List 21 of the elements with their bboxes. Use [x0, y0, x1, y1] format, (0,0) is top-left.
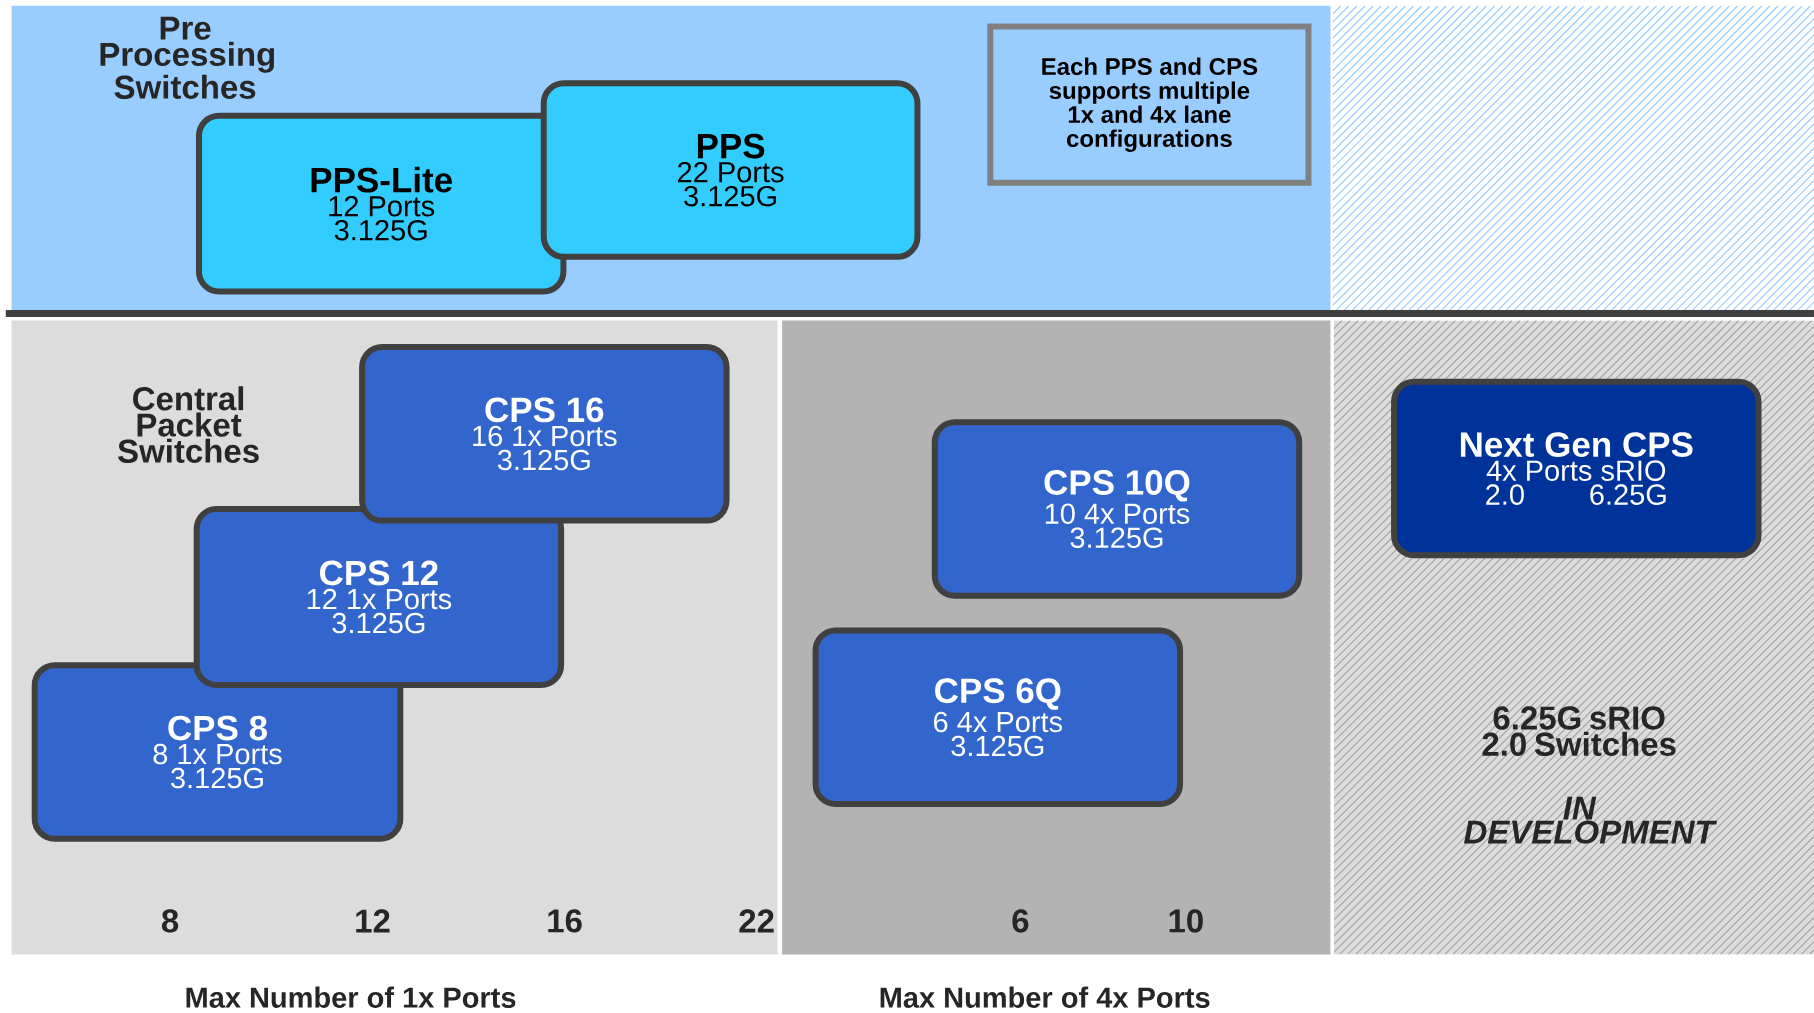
switch-box: CPS 10Q 10 4x Ports 3.125G: [931, 419, 1303, 599]
tick-label: 16: [548, 909, 582, 933]
note-box: Each PPS and CPS supports multiple 1x and 4x lane configurations: [987, 23, 1312, 186]
switch-box: CPS 6Q 6 4x Ports 3.125G: [812, 627, 1184, 807]
switch-box: PPS 22 Ports 3.125G: [540, 80, 921, 260]
switch-box: Next Gen CPS 4x Ports sRIO 2.0 6.25G: [1391, 378, 1762, 559]
tick-label: 22: [739, 909, 774, 933]
tick-label: 12: [356, 909, 390, 933]
tick-label: 8: [161, 909, 179, 933]
tick-label: 6: [1012, 909, 1029, 933]
section-label: Pre Processing Switches: [100, 16, 275, 99]
axis-title: Max Number of 4x Ports: [880, 986, 1210, 1008]
switch-box: PPS-Lite 12 Ports 3.125G: [196, 112, 567, 295]
tick-label: 10: [1169, 909, 1203, 933]
status-label: IN DEVELOPMENT: [1464, 796, 1717, 844]
status-label: 6.25G sRIO 2.0 Switches: [1482, 706, 1676, 756]
axis-title: Max Number of 1x Ports: [186, 986, 516, 1008]
switch-box: CPS 12 12 1x Ports 3.125G: [193, 505, 565, 688]
switch-box: CPS 16 16 1x Ports 3.125G: [359, 343, 730, 524]
section-label: Central Packet Switches: [118, 386, 259, 463]
switch-box: CPS 8 8 1x Ports 3.125G: [31, 662, 404, 842]
